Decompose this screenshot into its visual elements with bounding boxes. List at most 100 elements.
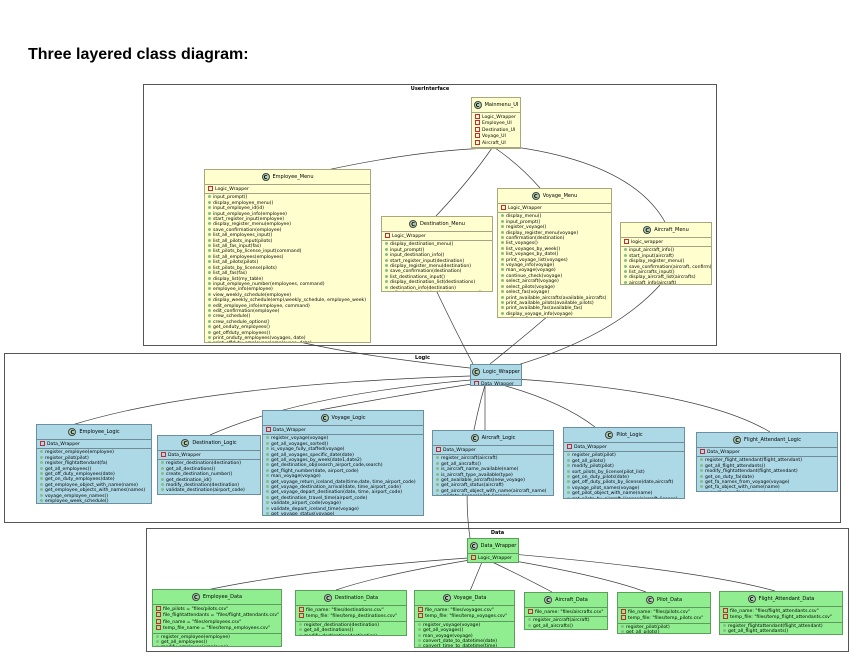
class-name: Voyage_Menu <box>542 193 578 199</box>
class-method: get_on_duty_employees(date) <box>40 477 148 482</box>
class-stereotype-icon: C <box>544 596 553 604</box>
class-method: man_voyage(voyage) <box>418 634 511 639</box>
link-logic-employee-logic <box>71 375 471 426</box>
class-method: aircraft_info(aircraft) <box>624 281 708 284</box>
class-method: employee_info(employee) <box>208 287 367 292</box>
class-method: get_all_voyages() <box>418 628 511 633</box>
link-aircraft-menu-logic <box>499 284 661 371</box>
class-field: Logic_Wrapper <box>471 555 515 561</box>
class-method: get_voyage_depart_destination(date, time… <box>266 490 420 495</box>
class-method: get_voyage_destination_arrival(date, tim… <box>266 485 420 490</box>
class-fields: file_name: "files/destinations.csv"temp_… <box>296 606 406 622</box>
class-methods: register_employee(employee)register_pilo… <box>37 449 151 503</box>
link-logic-pilot-logic <box>494 382 596 428</box>
class-field: Logic_Wrapper <box>385 233 489 239</box>
class-method: is_voyage_fully_staffed(voyage) <box>266 447 420 452</box>
link-voyage-menu-logic <box>489 315 549 365</box>
class-method: input_aircraft_info() <box>624 248 708 253</box>
class-field: logic_wrapper <box>624 239 708 245</box>
class-method: voyage_info(voyage) <box>501 263 608 268</box>
class-name: Flight_Attendant_Data <box>758 596 815 602</box>
class-method: get_flight_number(date, airport_code) <box>266 469 420 474</box>
class-stereotype-icon: C <box>469 542 478 550</box>
class-method: crew_schedule_options() <box>208 320 367 325</box>
class-method: get_available_aircrafts(new_voyage) <box>436 478 550 483</box>
class-method: sort_pilots_by_license(pilot_list) <box>567 470 681 475</box>
class-method: input_employee_info(employee) <box>208 212 367 217</box>
class-method: input_prompt() <box>208 195 367 200</box>
class-method: get_onduty_employees() <box>208 325 367 330</box>
class-method: register_voyage(voyage) <box>418 623 511 628</box>
class-field: Aircraft_UI <box>475 140 517 146</box>
class-method: modify_destination(destination) <box>161 483 257 488</box>
class-method: list_all_employees_input() <box>208 233 367 238</box>
class-method: get_off_duty_pilots_by_license(date,airc… <box>567 480 681 485</box>
class-stereotype-icon: C <box>531 192 540 200</box>
class-method: get_on_duty_fa(date) <box>700 475 834 480</box>
class-method: get_offduty_employees() <box>208 331 367 336</box>
class-name: Pilot_Logic <box>616 432 643 438</box>
class-name: Mainmenu_UI <box>484 102 519 108</box>
class-method: list_all_fas(fas) <box>208 271 367 276</box>
class-stereotype-icon: C <box>191 593 200 601</box>
class-method: list_destinations_input() <box>385 275 489 280</box>
link-data-voyage-data <box>469 561 483 592</box>
package-data: Data <box>146 528 849 652</box>
class-fields: Data_Wrapper <box>697 448 837 458</box>
class-method: display_register_menu(destination) <box>385 264 489 269</box>
class-method: list_pilots_by_license_input(command) <box>208 249 367 254</box>
class-method: get_off_duty_employees(date) <box>40 472 148 477</box>
class-method: select_fas(voyage) <box>501 290 608 295</box>
class-field: Data_Wrapper <box>436 447 550 453</box>
class-method: edit_confirmation(voyage) <box>501 317 608 318</box>
class-field: file_name: "files/aircrafts.csv" <box>528 609 604 615</box>
class-name: Employee_Data <box>202 594 243 600</box>
class-method: input_prompt() <box>385 248 489 253</box>
class-method: get_all_destinations() <box>299 628 403 633</box>
class-method: edit_employee_info(employee, command) <box>208 304 367 309</box>
link-data-employee-data <box>206 557 469 591</box>
class-fields: Data_Wrapper <box>263 426 423 436</box>
package-title: Logic <box>415 355 430 361</box>
link-mainmenu-employee-menu <box>326 147 493 171</box>
class-field: Data_Wrapper <box>567 444 681 450</box>
class-method: display_destination_menu() <box>385 242 489 247</box>
class-methods: register_destination(destination)get_all… <box>158 460 260 494</box>
class-method: list_all_pilots(pilots) <box>208 260 367 265</box>
class-method: print_available_aircrafts(available_airc… <box>501 296 608 301</box>
package-userinterface: UserInterface <box>143 84 717 346</box>
class-fields: Data_Wrapper <box>564 443 684 453</box>
class-method: select_pilots(voyage) <box>501 285 608 290</box>
class-method: input_employee_id(id) <box>208 206 367 211</box>
class-field: Data_Wrapper <box>161 452 257 458</box>
class-method: get_aircraft_object_with_name(aircraft_n… <box>436 489 550 494</box>
class-method: validate_airport_code(voyage) <box>266 501 420 506</box>
class-methods: input_aircraft_info()start_input(aircraf… <box>621 247 711 284</box>
class-method: man_voyage(voyage) <box>266 474 420 479</box>
class-name: Employee_Menu <box>272 174 314 180</box>
class-method: get_destination_id() <box>161 478 257 483</box>
class-method: display_destination_list(destinations) <box>385 280 489 285</box>
class-method: voyage_pilot_names(voyage) <box>567 486 681 491</box>
class-name: Aircraft_Menu <box>654 227 689 233</box>
class-methods: display_menu()input_prompt()register_voy… <box>498 213 611 318</box>
class-field: Data_Wrapper <box>40 441 148 447</box>
class-method: get_all_aircrafts() <box>436 462 550 467</box>
class-method: validate_depart_iceland_time(voyage) <box>266 507 420 512</box>
class-fields: Logic_Wrapper <box>205 185 370 195</box>
class-method: list_all_fas_input(fas) <box>208 244 367 249</box>
class-methods: register_pilot(pilot)get_all_pilots()mod… <box>564 452 684 498</box>
class-field: file_flightattendants = "files/flight_at… <box>156 612 279 618</box>
class-name: Logic_Wrapper <box>483 369 520 375</box>
link-data-fa-data <box>499 552 776 592</box>
link-mainmenu-aircraft-menu <box>499 144 666 223</box>
class-method: print_available_pilots(available_pilots) <box>501 301 608 306</box>
